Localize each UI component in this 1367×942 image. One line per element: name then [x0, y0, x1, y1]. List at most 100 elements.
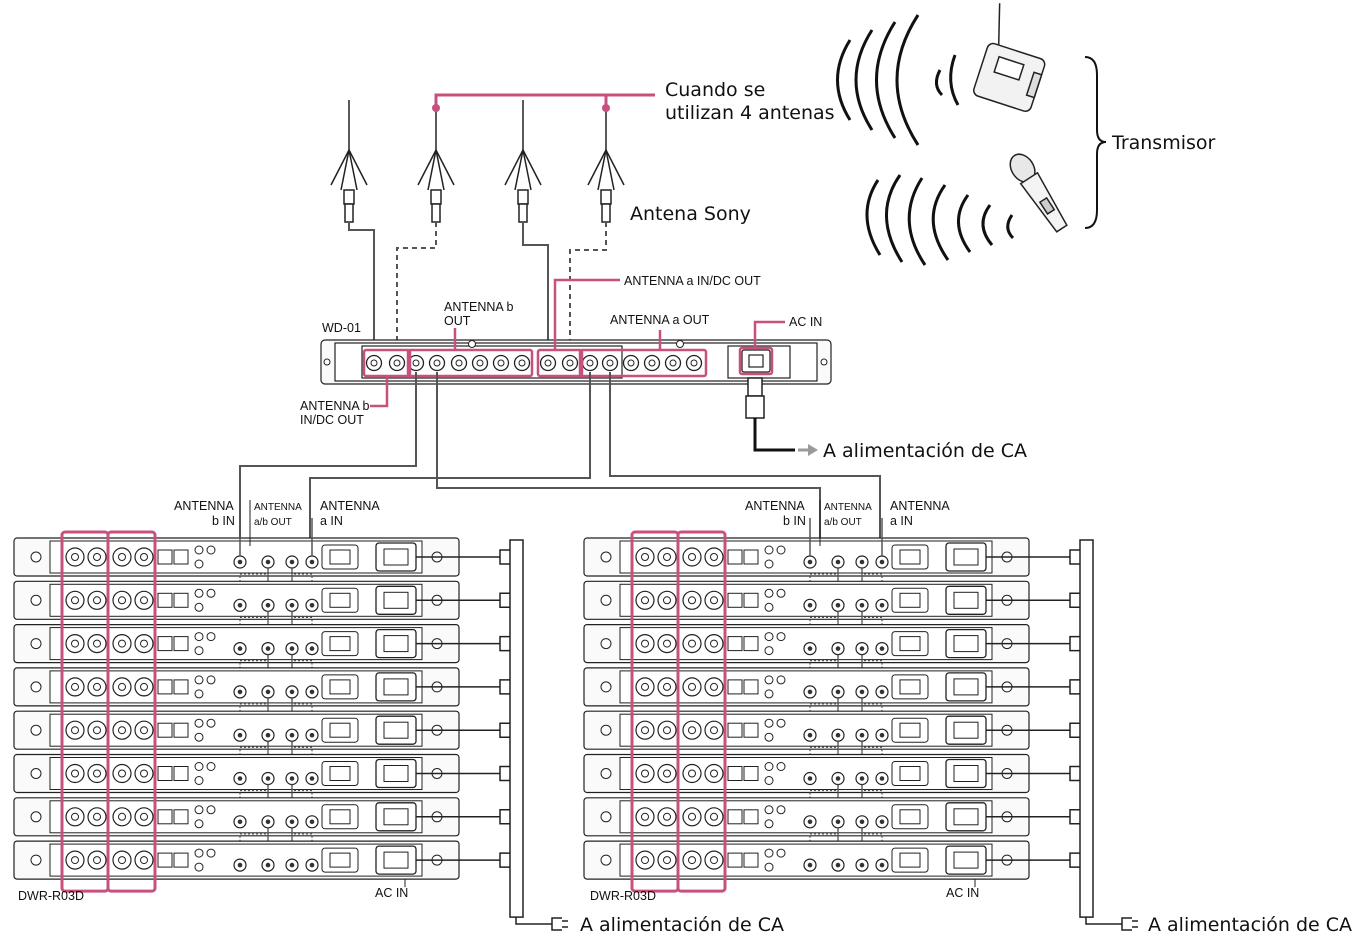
rack-right-antenna-ab-out-2: a/b OUT	[824, 517, 862, 528]
small-jack	[206, 848, 216, 858]
antenna-bnc-pin	[289, 689, 295, 695]
small-jack	[776, 762, 786, 771]
xlr-connector-pins	[641, 726, 649, 735]
ethernet-port	[157, 549, 173, 565]
small-jack	[764, 588, 774, 598]
xlr-connector-pins	[71, 812, 79, 821]
xlr-connector-pins	[663, 856, 671, 865]
xlr-connector-pins	[140, 856, 148, 865]
antenna-group	[330, 100, 625, 223]
xlr-highlight-b	[676, 530, 727, 893]
antenna-bnc-pin	[237, 732, 243, 738]
antenna-bnc-pin	[289, 819, 295, 825]
xlr-connector-pins	[71, 682, 79, 691]
xlr-connector-pins	[118, 856, 126, 865]
sony-antenna-label: Antena Sony	[630, 203, 751, 225]
antenna-bnc-pin	[879, 819, 885, 825]
xlr-connector-pins	[641, 553, 649, 561]
small-jack	[194, 862, 204, 872]
antenna-bnc-pin	[835, 776, 841, 781]
ac-in-inlet-inner	[953, 851, 979, 869]
small-jack	[206, 588, 216, 598]
transmitter-group	[836, 14, 1015, 266]
antenna-bnc-pin	[309, 559, 315, 565]
ac-in-inlet-inner	[953, 721, 979, 739]
power-strip	[509, 539, 524, 918]
antenna-4	[587, 100, 625, 223]
receiver-unit	[13, 797, 510, 860]
antenna-bnc-pin	[237, 689, 243, 695]
xlr-connector-pins	[140, 769, 148, 778]
xlr-connector-pins	[710, 553, 718, 561]
ac-plug	[1069, 592, 1080, 609]
ac-plug	[1069, 809, 1080, 825]
ethernet-port	[173, 809, 189, 825]
rack-ear-hole	[30, 768, 42, 779]
small-jack	[194, 805, 204, 815]
xlr-highlight-b	[106, 530, 157, 893]
xlr-connector-pins	[641, 769, 649, 778]
rack-ear-hole	[600, 638, 612, 650]
handheld-microphone-icon	[1009, 153, 1068, 233]
xlr-connector-pins	[93, 856, 101, 865]
xlr-connector-pins	[688, 856, 696, 865]
antenna-bnc-pin	[807, 689, 813, 695]
antenna-bnc-pin	[879, 689, 885, 695]
bnc-connector-pin	[412, 359, 420, 367]
antenna-bnc-pin	[265, 862, 271, 868]
daisy-chain-cable	[239, 654, 269, 686]
xlr-connector-pins	[118, 553, 126, 561]
xlr-connector-pins	[663, 639, 671, 648]
antenna-bnc-pin	[237, 862, 243, 868]
xlr-connector-pins	[93, 726, 101, 735]
ac-in-inlet-inner	[953, 548, 979, 566]
small-jack	[194, 602, 204, 612]
daisy-chain-cable	[291, 654, 313, 686]
antenna-bnc-pin	[289, 732, 295, 738]
ethernet-port	[157, 852, 173, 868]
small-jack	[206, 805, 216, 815]
xlr-connector-pins	[118, 639, 126, 648]
ethernet-port	[173, 679, 189, 695]
small-jack	[764, 545, 774, 555]
small-jack	[206, 545, 216, 555]
small-jack	[764, 689, 774, 699]
rack-right-antenna-b-in-2: b IN	[783, 514, 806, 528]
antenna-bnc-pin	[265, 603, 271, 608]
antenna-bnc-pin	[309, 646, 315, 651]
xlr-connector-pins	[663, 553, 671, 561]
rack-right-ac-in: AC IN	[946, 886, 979, 900]
ac-outlet-inner	[329, 809, 351, 825]
small-jack	[776, 718, 786, 728]
xlr-connector-pins	[663, 596, 671, 605]
xlr-connector-pins	[71, 639, 79, 648]
antenna-bnc-pin	[807, 862, 813, 868]
strip-plug	[1121, 917, 1138, 931]
small-jack	[776, 848, 786, 858]
bnc-connector-pin	[476, 359, 484, 367]
rack-right-antenna-b-in-1: ANTENNA	[745, 499, 805, 513]
receiver-unit	[583, 753, 1080, 816]
small-jack	[194, 588, 204, 598]
receiver-unit	[583, 537, 1080, 600]
ac-in-inlet-inner	[953, 808, 979, 826]
daisy-chain-cable	[239, 697, 269, 730]
antenna-a-in-dc-out-label: ANTENNA a IN/DC OUT	[624, 274, 761, 288]
ac-in-inlet-inner	[383, 808, 409, 826]
ac-outlet-inner	[899, 636, 921, 652]
rack-right-ac-power: A alimentación de CA	[1148, 914, 1352, 936]
rack-ear-hole	[600, 681, 612, 693]
rack-left-model: DWR-R03D	[18, 889, 84, 903]
ac-plug	[499, 722, 510, 738]
wd01-connectors	[323, 340, 828, 372]
antenna-bnc-pin	[835, 603, 841, 608]
xlr-connector-pins	[710, 726, 718, 735]
xlr-connector-pins	[71, 726, 79, 735]
small-jack	[194, 689, 204, 699]
xlr-connector-pins	[93, 682, 101, 691]
small-jack	[776, 805, 786, 815]
small-jack	[206, 632, 216, 642]
ethernet-port	[173, 549, 189, 565]
xlr-connector-pins	[140, 596, 148, 605]
receiver-unit	[583, 840, 1080, 880]
